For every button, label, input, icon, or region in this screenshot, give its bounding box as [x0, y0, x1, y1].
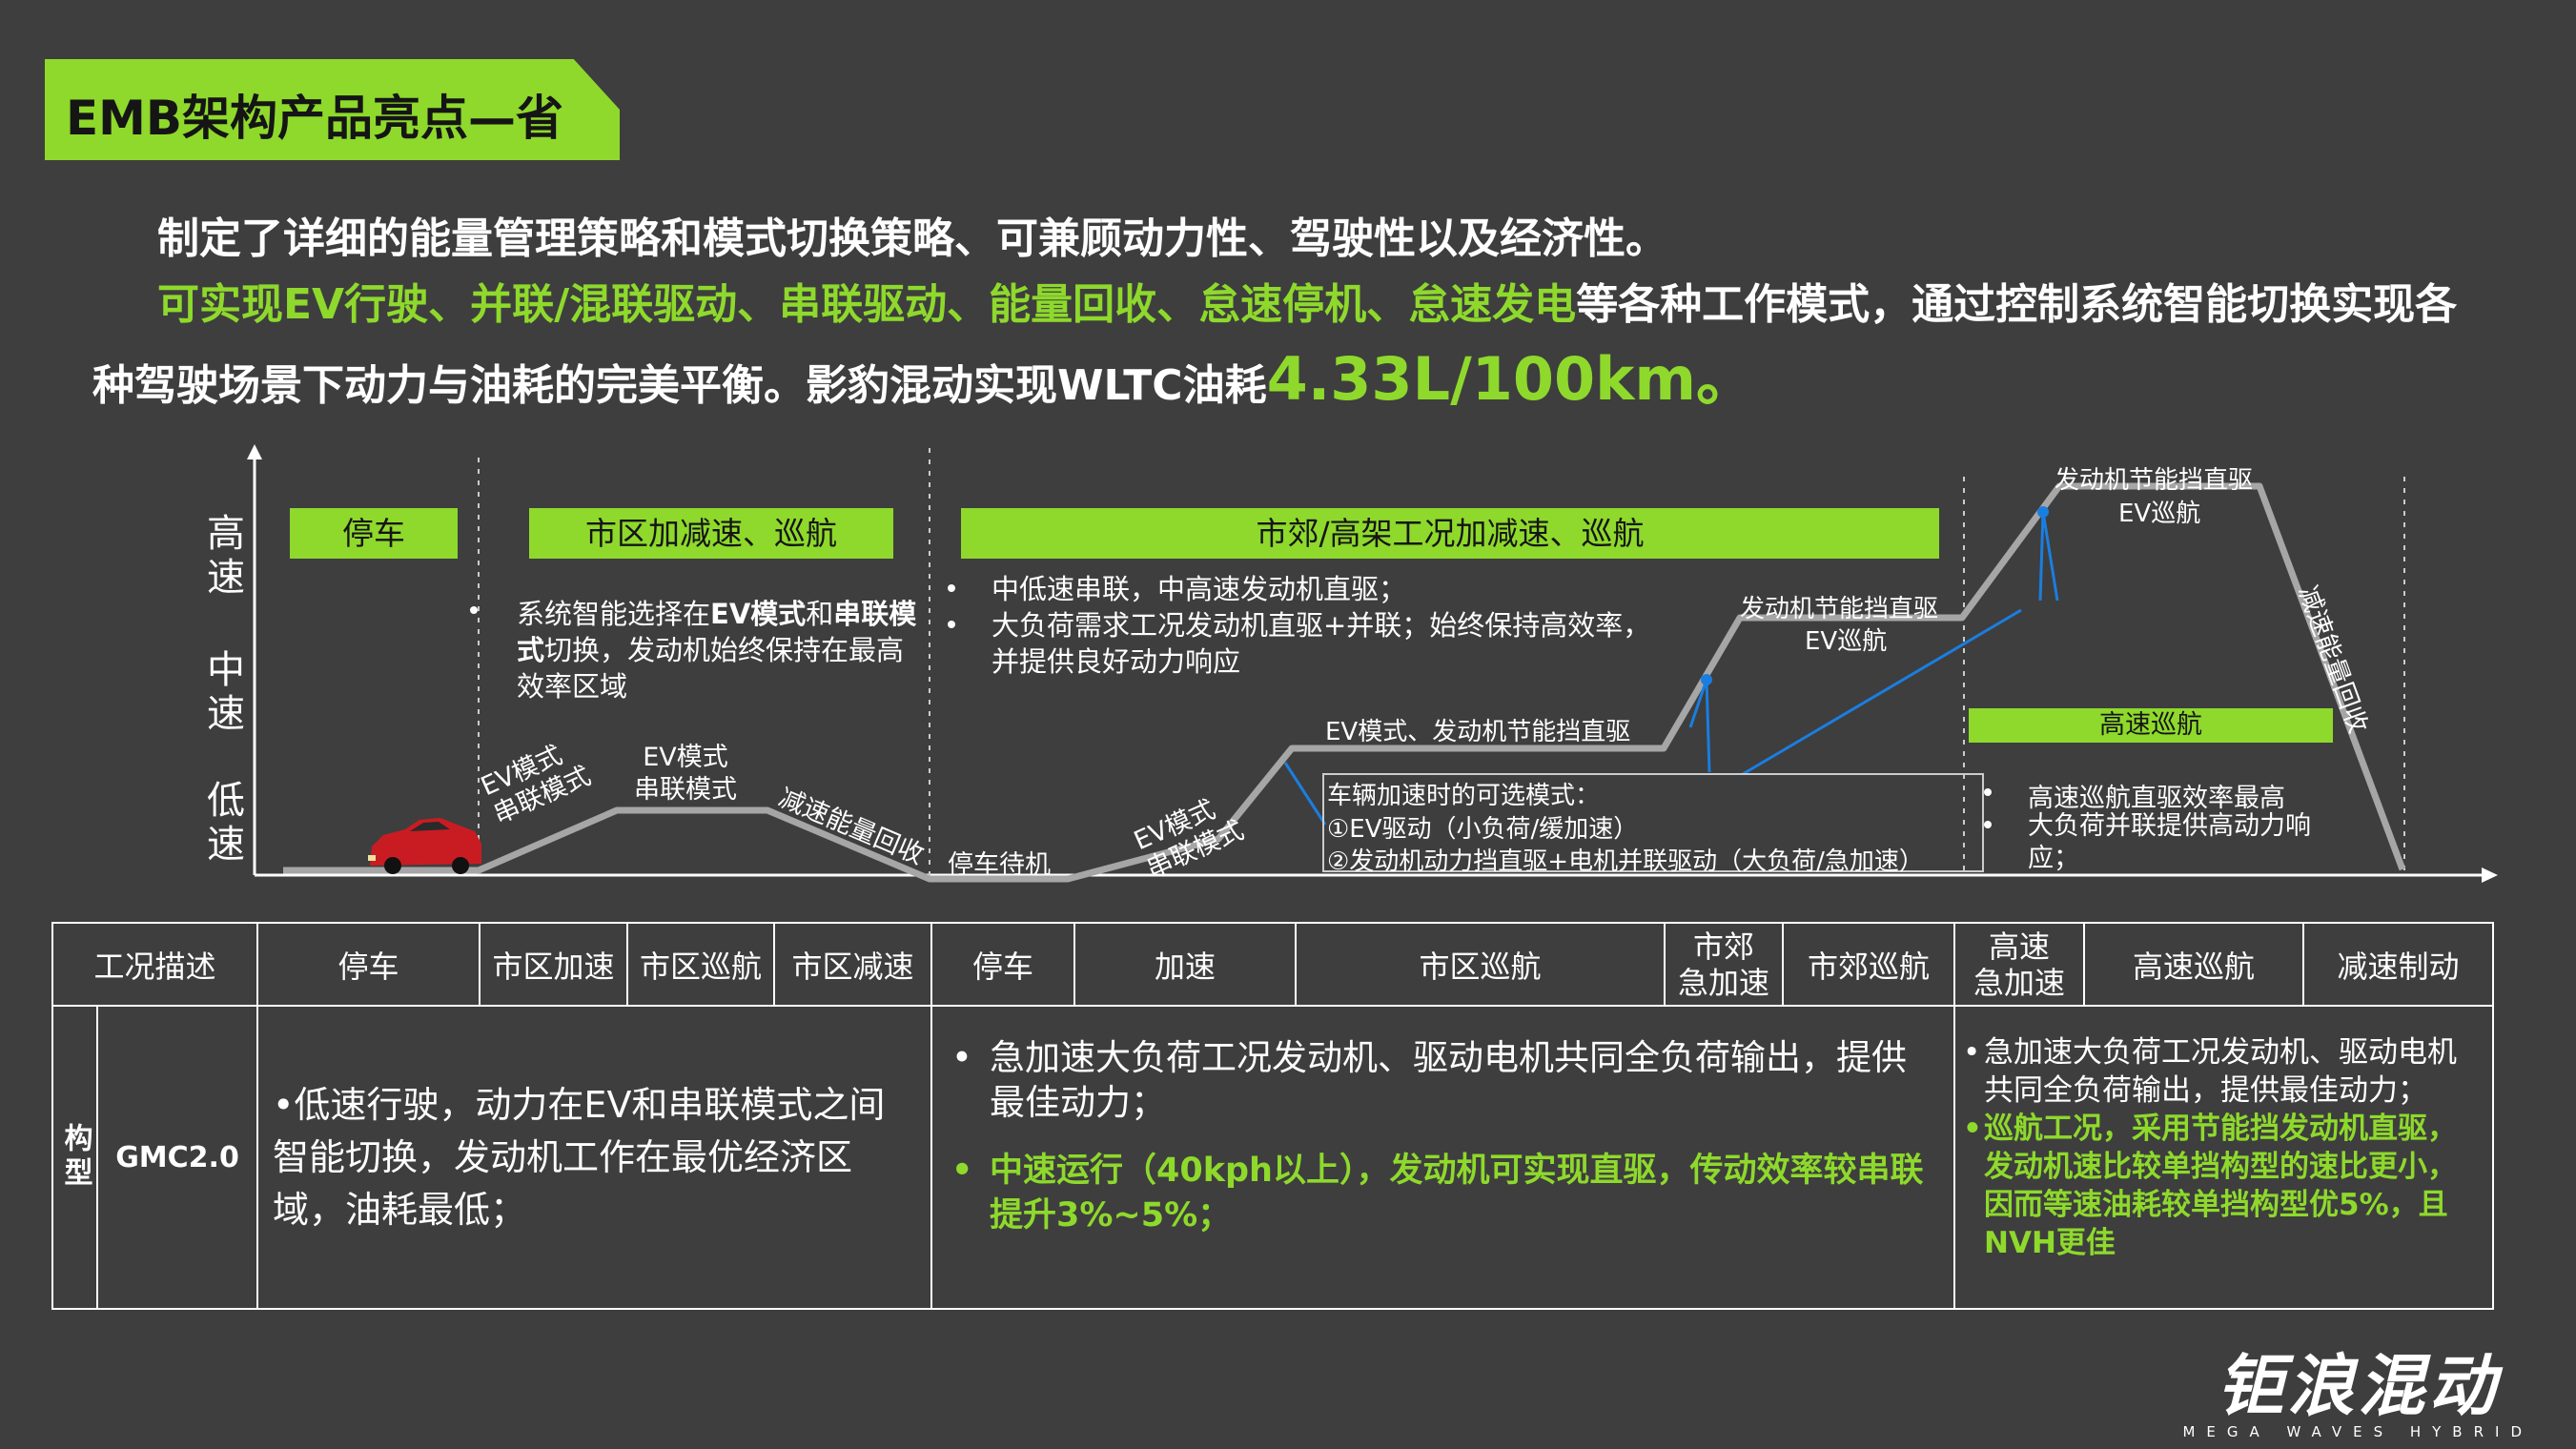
bullet-dot [948, 621, 955, 628]
suburban-text-1: 急加速大负荷工况发动机、驱动电机共同全负荷输出，提供最佳动力； [990, 1037, 1908, 1123]
model-gmc2: GMC2.0 [95, 1005, 259, 1310]
header-parking-2: 停车 [930, 922, 1076, 1007]
urban-note-text: 和 [806, 598, 834, 630]
phase-urban: 市区加减速、巡航 [529, 508, 893, 559]
header-accel: 加速 [1073, 922, 1298, 1007]
accel-mode-pointer [1283, 762, 1327, 826]
header-highway-hard-accel: 高速 急加速 [1953, 922, 2086, 1007]
work-modes-highlight: 可实现EV行驶、并联/混联驱动、串联驱动、能量回收、怠速停机、怠速发电 [157, 280, 1577, 329]
header-suburban-cruise: 市郊巡航 [1782, 922, 1956, 1007]
highway-text-2: 巡航工况，采用节能挡发动机直驱，发动机速比较单挡构型的速比更小，因而等速油耗较单… [1984, 1112, 2458, 1260]
ev-mode-emphasis: EV模式 [710, 598, 807, 630]
bullet: • [951, 1152, 973, 1190]
bullet: • [1963, 1035, 1981, 1070]
curve-label-ev-cruise: EV巡航 [1805, 627, 1888, 656]
car-icon [368, 818, 481, 874]
title-banner [45, 59, 620, 160]
curve-label-eco-gear: 发动机节能挡直驱 [2055, 466, 2254, 495]
highway-note-2: 大负荷并联提供高动力响应； [2028, 811, 2311, 873]
highway-accel-path [2038, 511, 2059, 602]
curve-label-eco-gear: 发动机节能挡直驱 [1740, 595, 1939, 623]
header-suburban-hard-accel: 市郊 急加速 [1664, 922, 1785, 1007]
urban-strategy-note: 系统智能选择在EV模式和串联模式切换，发动机始终保持在最高效率区域 [517, 596, 917, 704]
operating-conditions-table: 工况描述 停车 市区加速 市区巡航 市区减速 停车 加速 市区巡航 市郊 急加速… [51, 922, 2495, 1310]
intro-line-2-rest: 等各种工作模式，通过控制系统智能切换实现各 [1576, 280, 2458, 329]
switch-point-marker [1701, 674, 1712, 685]
row-label-config: 构型 [51, 1005, 98, 1310]
header-parking: 停车 [256, 922, 481, 1007]
curve-label-ev-eco-gear: EV模式、发动机节能挡直驱 [1325, 718, 1631, 746]
curve-label-ev-cruise: EV巡航 [2118, 500, 2201, 528]
suburban-description-cell: • 急加速大负荷工况发动机、驱动电机共同全负荷输出，提供最佳动力； • 中速运行（4… [930, 1005, 1956, 1310]
header-urban-decel: 市区减速 [773, 922, 933, 1007]
speed-label-low: 低速 [207, 779, 245, 867]
urban-note-text: 切换，发动机始终保持在最高效率区域 [517, 634, 905, 703]
accel-modes-title: 车辆加速时的可选模式： [1327, 782, 1601, 810]
highway-description-2: •巡航工况，采用节能挡发动机直驱，发动机速比较单挡构型的速比更小，因而等速油耗较… [1963, 1110, 2478, 1262]
intro-line-2: 可实现EV行驶、并联/混联驱动、串联驱动、能量回收、怠速停机、怠速发电等各种工作… [157, 270, 2457, 331]
bullet: • [951, 1037, 972, 1078]
bullet-dot [948, 584, 955, 592]
header-urban-cruise: 市区巡航 [626, 922, 776, 1007]
urban-note-text: 系统智能选择在 [517, 598, 711, 630]
urban-description-cell: •低速行驶，动力在EV和串联模式之间智能切换，发动机工作在最优经济区域，油耗最低… [256, 1005, 933, 1310]
suburban-description-1: • 急加速大负荷工况发动机、驱动电机共同全负荷输出，提供最佳动力； [951, 1035, 1925, 1125]
intro-line-1: 制定了详细的能量管理策略和模式切换策略、可兼顾动力性、驾驶性以及经济性。 [157, 214, 1667, 263]
brand-logo: 钜浪混动 MEGA WAVES HYBRID [2182, 1333, 2533, 1440]
bullet-dot [1984, 788, 1992, 796]
curve-label-idle-stop: 停车待机 [948, 850, 1051, 880]
phase-highway: 高速巡航 [1969, 708, 2333, 743]
header-decel-braking: 减速制动 [2302, 922, 2495, 1007]
intro-line-3: 种驾驶场景下动力与油耗的完美平衡。影豹混动实现WLTC油耗4.33L/100km… [92, 331, 1755, 417]
highway-text-1: 急加速大负荷工况发动机、驱动电机共同全负荷输出，提供最佳动力； [1984, 1035, 2458, 1108]
intro-line-3-text: 种驾驶场景下动力与油耗的完美平衡。影豹混动实现WLTC油耗 [92, 361, 1267, 410]
header-condition: 工况描述 [51, 922, 259, 1007]
accel-mode-parallel: ②发动机动力挡直驱+电机并联驱动（大负荷/急加速） [1327, 847, 1924, 876]
y-axis-arrow [247, 444, 262, 459]
speed-label-mid: 中速 [207, 648, 245, 736]
header-highway-cruise: 高速巡航 [2083, 922, 2305, 1007]
header-city-cruise: 市区巡航 [1295, 922, 1666, 1007]
highway-description-1: •急加速大负荷工况发动机、驱动电机共同全负荷输出，提供最佳动力； [1963, 1033, 2478, 1110]
header-urban-accel: 市区加速 [479, 922, 629, 1007]
wltc-fuel-consumption: 4.33L/100km。 [1266, 344, 1755, 414]
highway-description-cell: •急加速大负荷工况发动机、驱动电机共同全负荷输出，提供最佳动力； •巡航工况，采… [1953, 1005, 2495, 1310]
bullet-dot [470, 606, 478, 614]
suburban-note-1: 中低速串联，中高速发动机直驱； [992, 573, 1407, 605]
accel-mode-link [1742, 608, 2022, 776]
curve-label-ev-series: EV模式 串联模式 [634, 743, 737, 805]
bullet-dot [1984, 821, 1992, 828]
suburban-note-2: 大负荷需求工况发动机直驱+并联；始终保持高效率，并提供良好动力响应 [992, 609, 1651, 678]
speed-label-high: 高速 [207, 512, 245, 600]
logo-wordmark: 钜浪混动 [2217, 1347, 2500, 1425]
phase-parking: 停车 [290, 508, 458, 559]
switch-point-marker [2037, 506, 2049, 518]
accel-modes-box [1322, 773, 1984, 872]
logo-tagline: MEGA WAVES HYBRID [2182, 1423, 2533, 1440]
suburban-description-2: • 中速运行（40kph以上），发动机可实现直驱，传动效率较串联提升3%~5%； [951, 1149, 1925, 1238]
series-mode-emphasis: 串联模式 [517, 598, 917, 666]
accel-mode-ev: ①EV驱动（小负荷/缓加速） [1327, 815, 1639, 844]
page-title: EMB架构产品亮点—省 [66, 91, 564, 146]
highway-note-1: 高速巡航直驱效率最高 [2028, 784, 2285, 813]
suburban-text-2: 中速运行（40kph以上），发动机可实现直驱，传动效率较串联提升3%~5%； [990, 1152, 1924, 1235]
x-axis-arrow [2482, 867, 2498, 883]
phase-suburban: 市郊/高架工况加减速、巡航 [961, 508, 1939, 559]
urban-description: •低速行驶，动力在EV和串联模式之间智能切换，发动机工作在最优经济区域，油耗最低… [273, 1083, 886, 1231]
bullet: • [1963, 1112, 1982, 1146]
